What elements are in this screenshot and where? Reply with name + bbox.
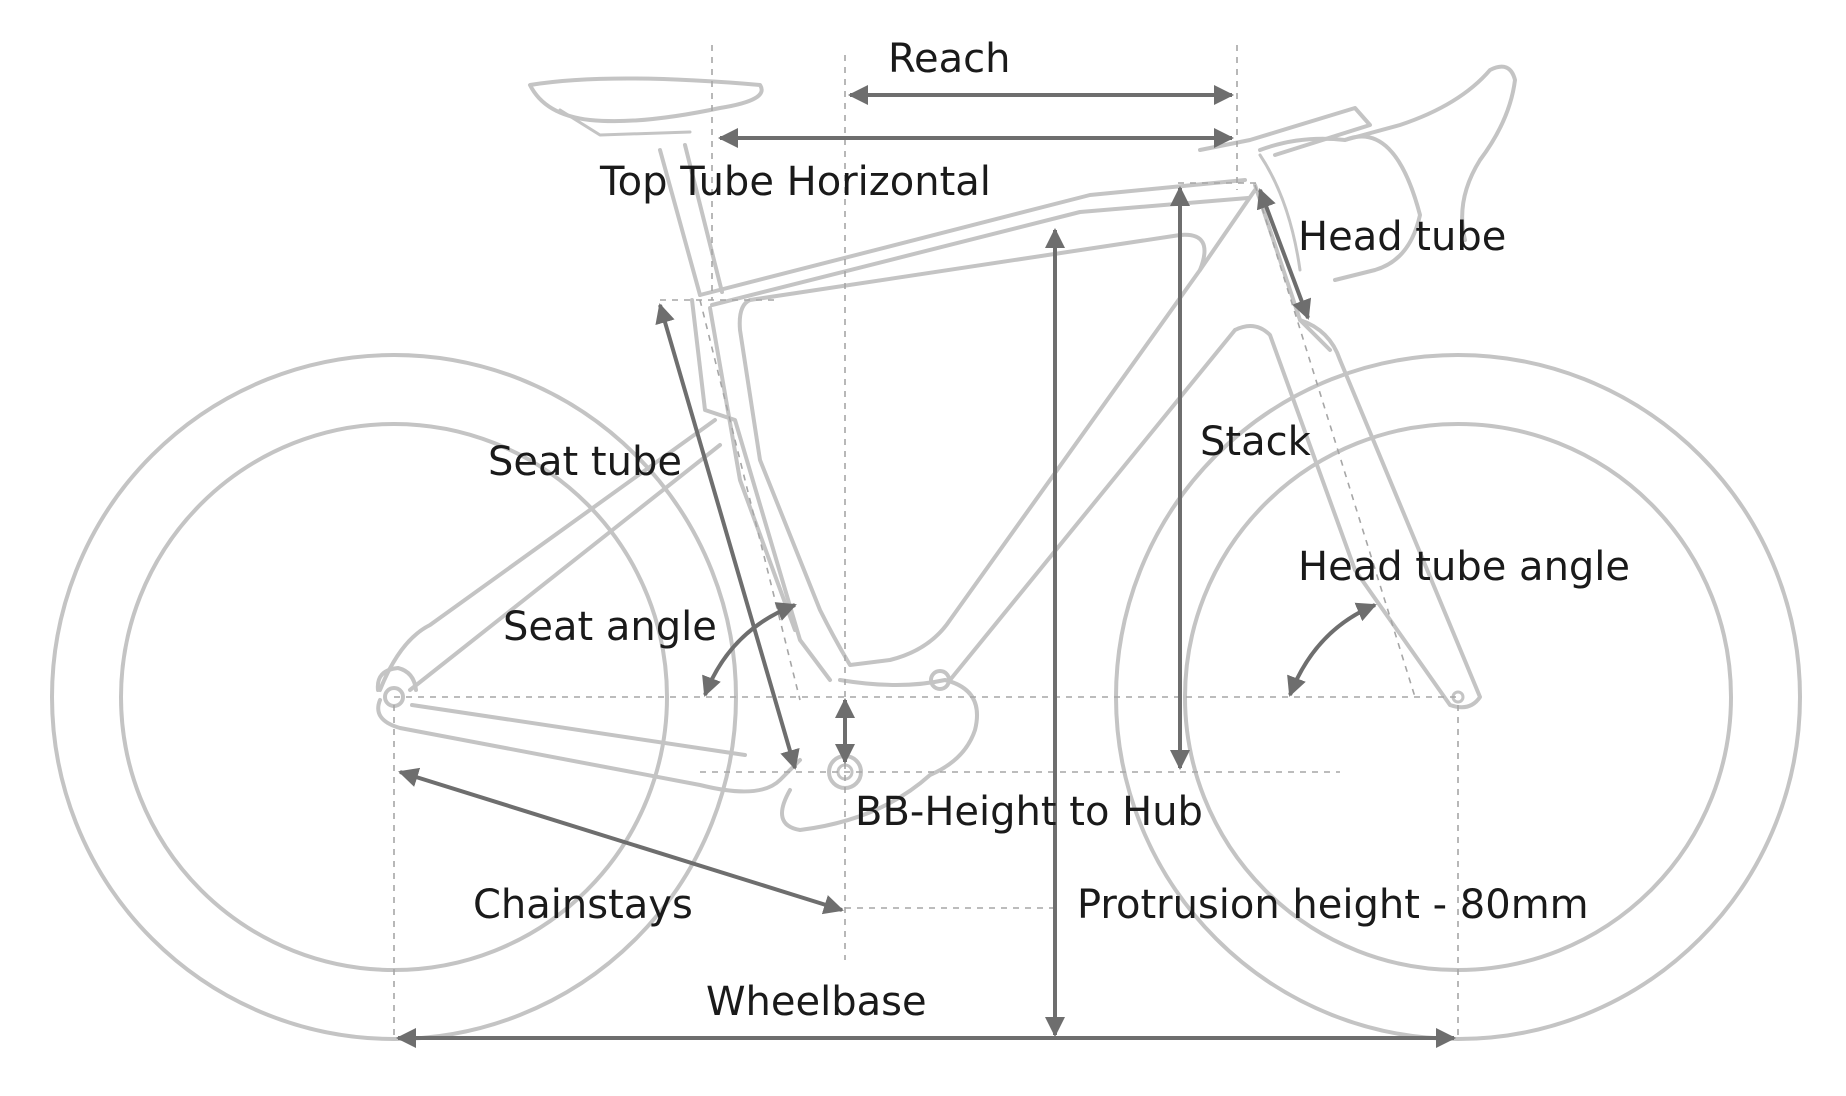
handlebar-drop: [1258, 134, 1422, 282]
label-top-tube-horizontal: Top Tube Horizontal: [599, 159, 991, 205]
brake-hood: [1343, 64, 1517, 242]
label-wheelbase: Wheelbase: [706, 979, 927, 1025]
dimension-labels: Reach Top Tube Horizontal Head tube Stac…: [473, 36, 1630, 1025]
saddle-rail: [558, 108, 692, 137]
down-tube-top: [1198, 188, 1257, 272]
seat-post-edge: [683, 143, 724, 294]
label-head-tube-angle: Head tube angle: [1298, 544, 1630, 590]
label-seat-tube: Seat tube: [488, 439, 682, 485]
label-reach: Reach: [888, 36, 1010, 82]
label-protrusion-height: Protrusion height - 80mm: [1077, 882, 1589, 928]
chainstays-arrow: [398, 767, 844, 915]
label-bb-height-to-hub: BB-Height to Hub: [855, 789, 1203, 835]
top-tube-lower-edge: [710, 196, 1250, 307]
seat-tube-arrow: [655, 303, 800, 770]
stem: [1198, 106, 1372, 157]
head-tube-arrow: [1256, 188, 1312, 320]
label-stack: Stack: [1200, 419, 1312, 465]
top-tube: [698, 178, 1247, 297]
chain-stay-inner: [410, 703, 747, 757]
label-chainstays: Chainstays: [473, 882, 693, 928]
seat-stay: [378, 418, 717, 692]
motor-bolt: [929, 669, 951, 691]
seat-post: [658, 148, 702, 297]
dimension-arrows: [396, 85, 1456, 1048]
rear-dropout: [375, 666, 418, 692]
label-head-tube: Head tube: [1298, 214, 1506, 260]
saddle: [528, 76, 764, 124]
fork-front-edge: [1233, 324, 1357, 572]
fork-blade: [1298, 318, 1482, 710]
head-tube-angle-arrow: [1287, 602, 1377, 697]
down-tube-window: [737, 232, 1207, 667]
seat-angle-arrow: [702, 602, 797, 697]
label-seat-angle: Seat angle: [503, 604, 717, 650]
